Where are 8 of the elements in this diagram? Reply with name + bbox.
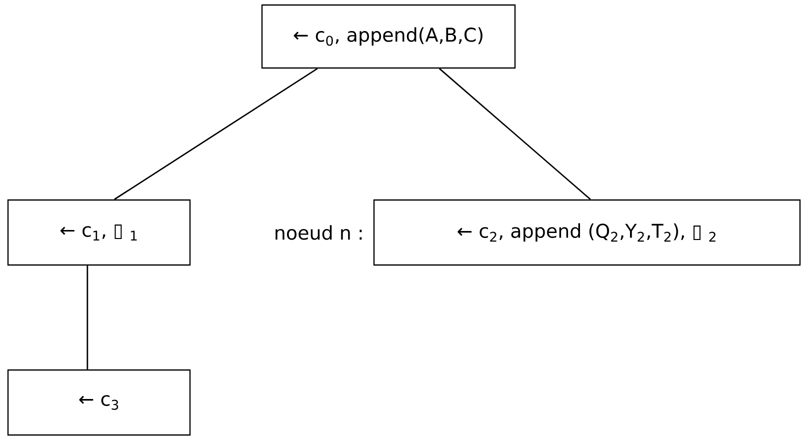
node-caption: noeud n : <box>276 225 362 240</box>
text-box: ← c$_{2}$, append (Q$_{2}$,Y$_{2}$,T$_{2}$), ▯ $_{2}$ <box>373 199 801 266</box>
text-box: ← c$_{0}$, append(A,B,C) <box>261 4 516 69</box>
connector-line <box>86 266 88 370</box>
connector-line <box>114 68 318 200</box>
text-box: ← c$_{3}$ <box>7 369 191 436</box>
text-box: ← c$_{1}$, ▯ $_{1}$ <box>7 199 191 266</box>
connector-line <box>438 68 591 200</box>
